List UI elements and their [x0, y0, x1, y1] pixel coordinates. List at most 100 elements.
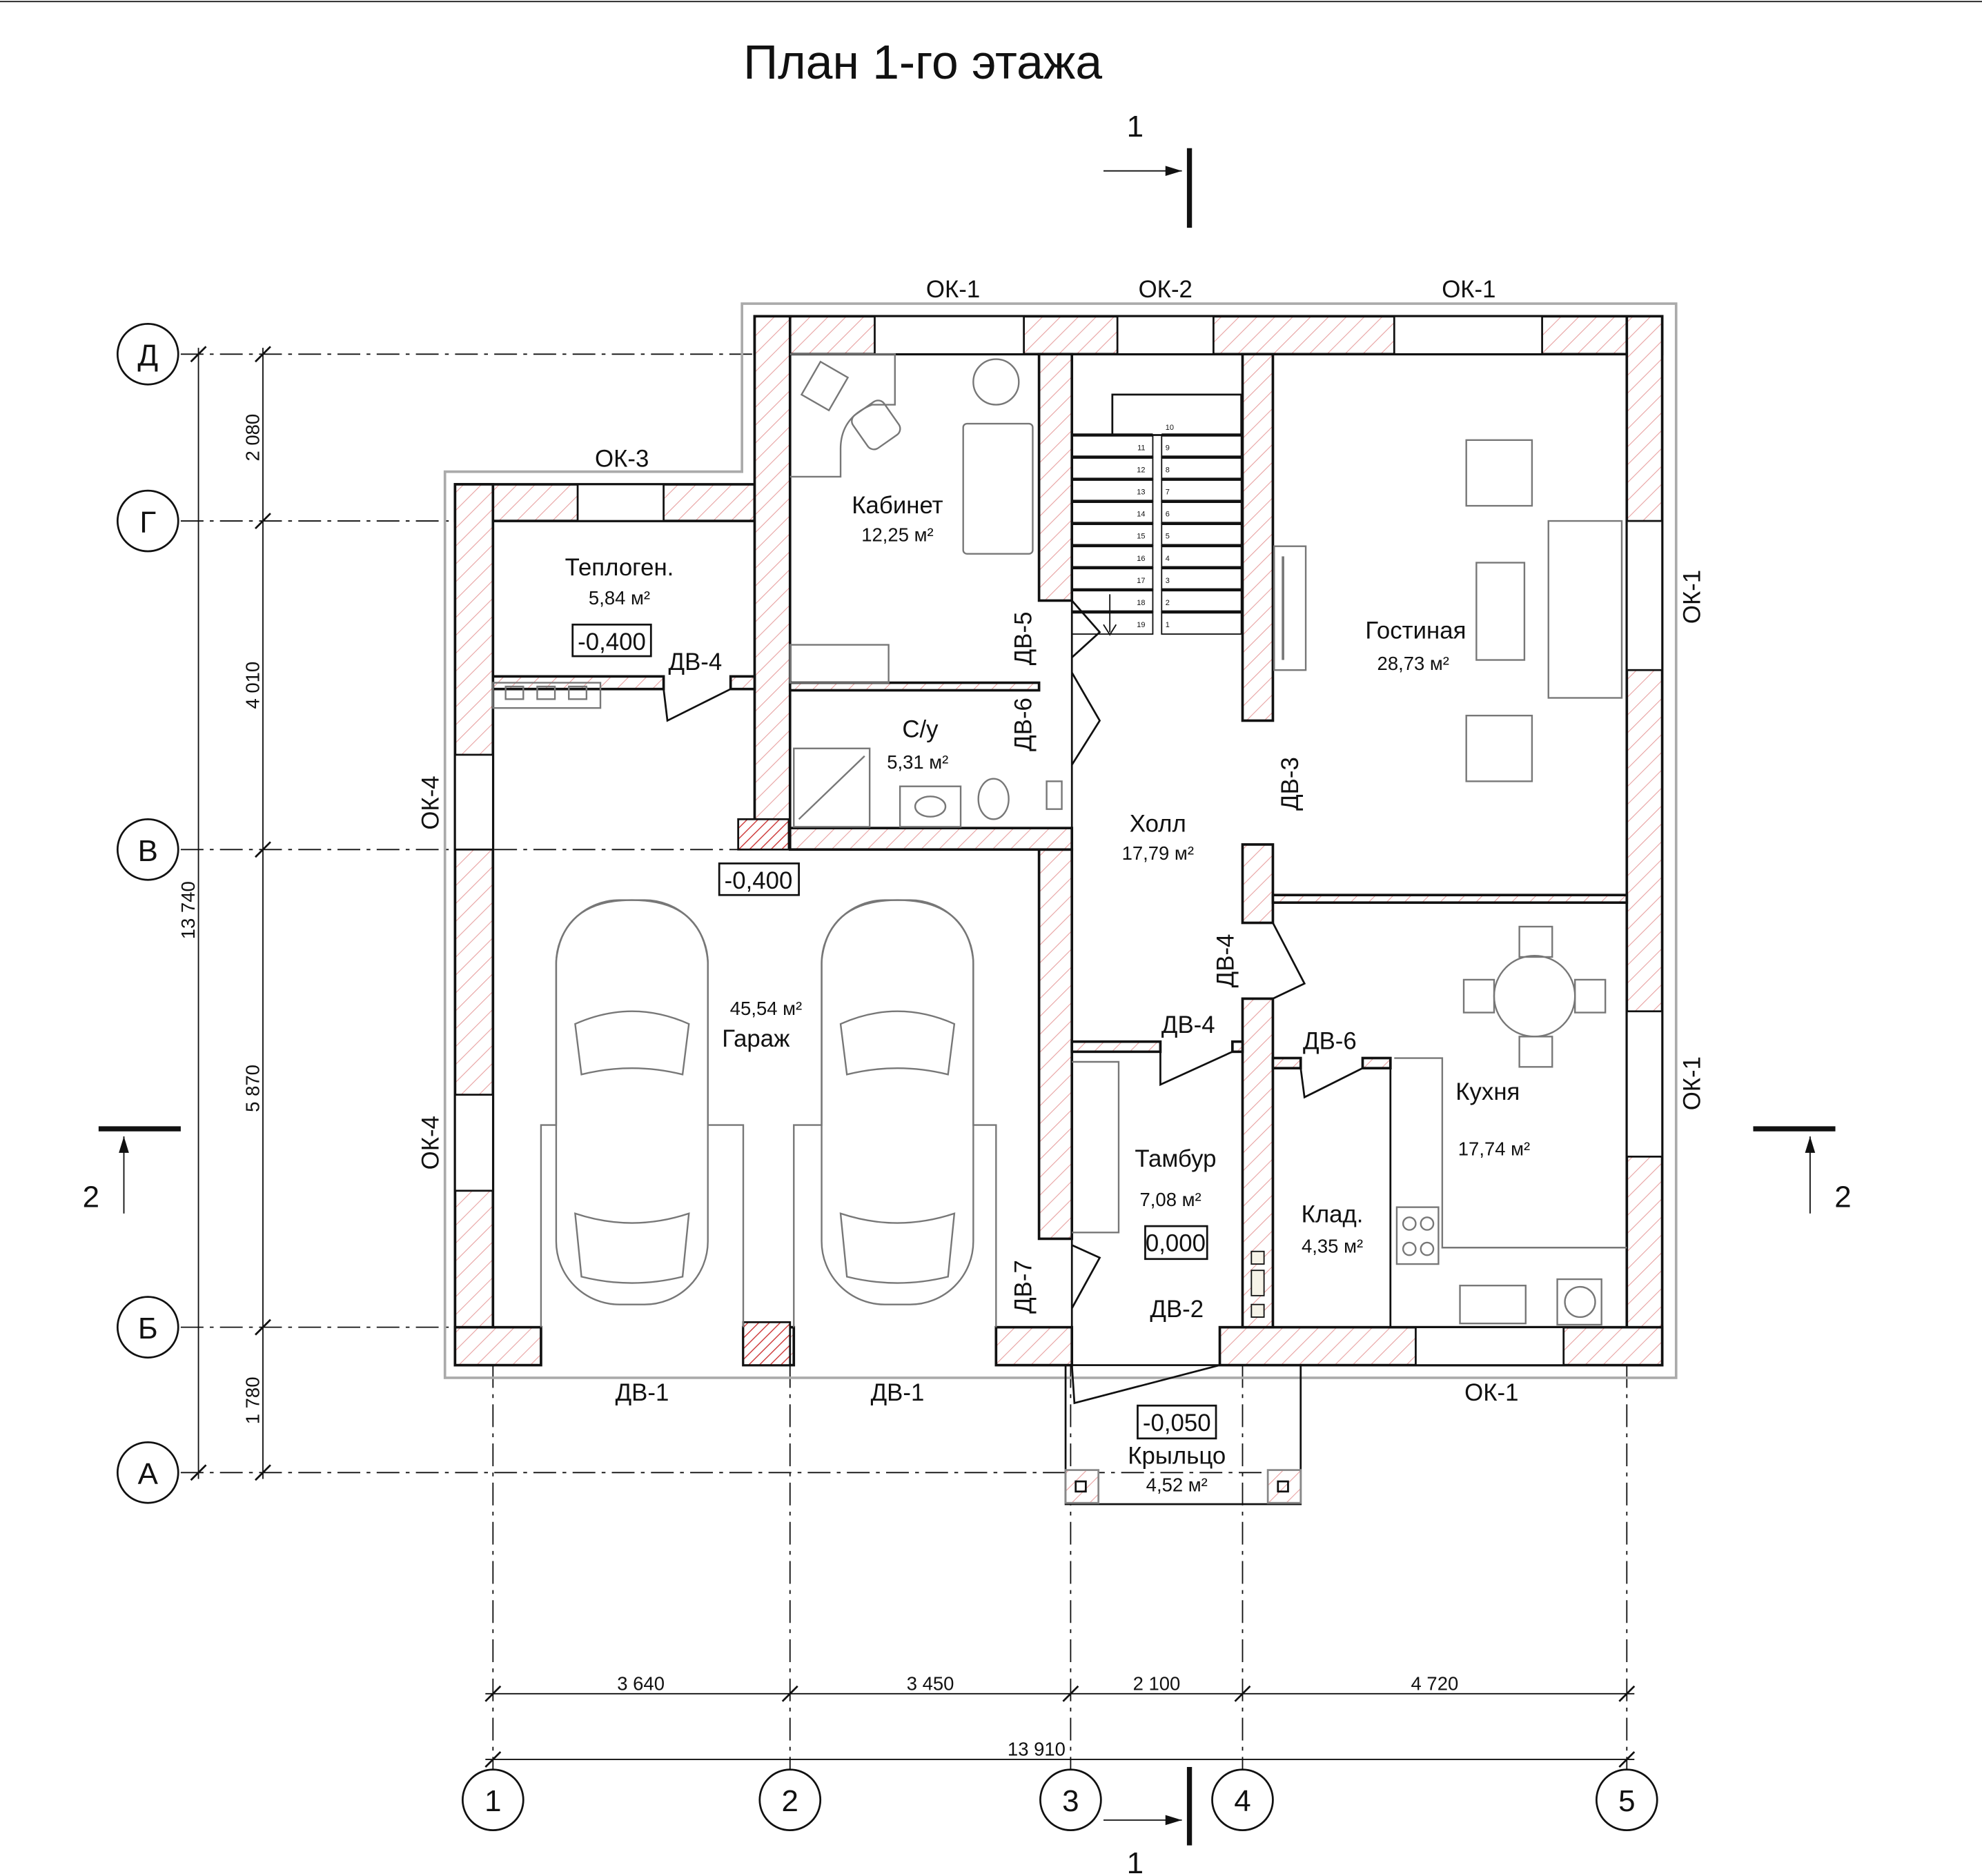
svg-text:1: 1: [484, 1784, 501, 1818]
svg-text:13 740: 13 740: [177, 881, 199, 939]
door-label: ДВ-7: [1010, 1260, 1037, 1314]
svg-text:Б: Б: [138, 1312, 158, 1345]
stair-tread: [1161, 544, 1242, 569]
svg-text:Кабинет: Кабинет: [852, 492, 943, 519]
svg-text:А: А: [138, 1457, 159, 1491]
svg-text:45,54 м²: 45,54 м²: [730, 998, 802, 1019]
dimension-bottom: 3 640 3 450 2 100 4 720 13 910: [484, 1672, 1636, 1768]
dimension-left: 2 080 4 010 5 870 1 780 13 740: [177, 346, 271, 1481]
room-garage: -0,400 45,54 м² Гараж: [718, 862, 802, 1052]
axis-row-v: В: [116, 818, 179, 881]
svg-text:5,84 м²: 5,84 м²: [589, 587, 650, 609]
stair-tread: [1161, 589, 1242, 613]
svg-text:Д: Д: [137, 339, 158, 373]
room-pantry: Клад. 4,35 м²: [1302, 1201, 1364, 1257]
level-mark: -0,400: [578, 629, 646, 655]
stair-number: 15: [1137, 533, 1145, 541]
svg-text:4,35 м²: 4,35 м²: [1302, 1236, 1363, 1257]
door-label: ДВ-6: [1303, 1028, 1357, 1055]
stair-arrow-icon: [1103, 624, 1117, 636]
level-mark: -0,050: [1143, 1410, 1211, 1436]
stair-number: 1: [1166, 621, 1170, 629]
svg-text:1 780: 1 780: [242, 1377, 263, 1425]
room-kitchen: Кухня 17,74 м²: [1455, 1078, 1530, 1160]
svg-text:Крыльцо: Крыльцо: [1128, 1442, 1226, 1469]
svg-text:4: 4: [1234, 1784, 1250, 1818]
svg-text:Клад.: Клад.: [1302, 1201, 1364, 1228]
window-label: ОК-1: [1679, 570, 1706, 624]
axis-row-d: Д: [116, 322, 179, 386]
furniture: [492, 353, 1627, 1326]
door-label: ДВ-1: [871, 1379, 925, 1406]
svg-text:12,25 м²: 12,25 м²: [861, 524, 933, 545]
svg-text:2: 2: [83, 1181, 99, 1214]
svg-text:17,79 м²: 17,79 м²: [1122, 842, 1194, 864]
stair-tread: [1161, 456, 1242, 480]
svg-text:13 910: 13 910: [1008, 1739, 1066, 1760]
door-label: ДВ-4: [669, 649, 723, 675]
level-mark: -0,400: [725, 867, 793, 894]
stair-number: 3: [1166, 577, 1170, 585]
svg-text:С/у: С/у: [902, 715, 939, 742]
stair-number: 2: [1166, 599, 1170, 607]
stair-tread: [1161, 566, 1242, 591]
windows: ОК-1 ОК-2 ОК-1 ОК-3 ОК-4 ОК-4 ОК-1 ОК-1 …: [418, 276, 1706, 1406]
door-label: ДВ-5: [1010, 612, 1037, 666]
window-label: ОК-1: [1679, 1056, 1706, 1110]
svg-text:Тамбур: Тамбур: [1135, 1145, 1216, 1172]
window-label: ОК-3: [595, 445, 649, 472]
axis-row-g: Г: [116, 489, 179, 553]
axis-bubbles: Д Г В Б А 1 2 3 4 5: [116, 322, 1658, 1832]
svg-text:3: 3: [1062, 1784, 1079, 1818]
room-porch: -0,050 Крыльцо 4,52 м²: [1128, 1404, 1226, 1496]
stair-number: 14: [1137, 511, 1145, 519]
svg-text:4 720: 4 720: [1411, 1672, 1459, 1694]
svg-text:2: 2: [782, 1784, 798, 1818]
svg-text:5,31 м²: 5,31 м²: [887, 751, 948, 773]
axis-col-4: 4: [1211, 1768, 1274, 1832]
svg-text:4 010: 4 010: [242, 662, 263, 709]
svg-text:2 080: 2 080: [242, 414, 263, 462]
svg-text:5 870: 5 870: [242, 1065, 263, 1112]
axis-col-5: 5: [1595, 1768, 1658, 1832]
plan-title: План 1-го этажа: [743, 35, 1102, 89]
room-wc: С/у 5,31 м²: [887, 715, 948, 773]
svg-text:4,52 м²: 4,52 м²: [1146, 1474, 1208, 1496]
stair-number: 18: [1137, 599, 1145, 607]
svg-text:1: 1: [1127, 1846, 1144, 1876]
svg-text:28,73 м²: 28,73 м²: [1377, 653, 1449, 674]
stair-tread: [1161, 434, 1242, 458]
stair-number: 4: [1166, 555, 1170, 563]
svg-text:Холл: Холл: [1130, 811, 1186, 838]
door-label: ДВ-3: [1277, 757, 1304, 811]
axis-row-b: Б: [116, 1296, 179, 1359]
section-mark-left: 2: [83, 1126, 181, 1214]
car-1: [540, 899, 745, 1327]
svg-text:Гараж: Гараж: [722, 1025, 790, 1052]
svg-text:3 640: 3 640: [617, 1672, 665, 1694]
axis-col-3: 3: [1039, 1768, 1102, 1832]
svg-text:Теплоген.: Теплоген.: [565, 554, 674, 581]
stair-number: 11: [1137, 444, 1145, 452]
window-label: ОК-1: [926, 276, 980, 303]
door-label: ДВ-4: [1213, 934, 1239, 988]
window-label: ОК-1: [1442, 276, 1495, 303]
stair-number: 17: [1137, 577, 1145, 585]
svg-text:17,74 м²: 17,74 м²: [1458, 1138, 1530, 1160]
svg-text:Кухня: Кухня: [1455, 1078, 1520, 1105]
axis-row-a: А: [116, 1441, 179, 1504]
stair-number: 13: [1137, 488, 1145, 497]
walls: [453, 315, 1664, 1367]
grid-axes: [180, 353, 1628, 1770]
stair-number: 19: [1137, 621, 1145, 629]
stair-number: 9: [1166, 444, 1170, 452]
window-label: ОК-4: [418, 1116, 444, 1169]
stair-number: 6: [1166, 511, 1170, 519]
svg-text:Гостиная: Гостиная: [1365, 617, 1466, 644]
door-label: ДВ-4: [1161, 1011, 1215, 1038]
svg-text:5: 5: [1618, 1784, 1635, 1818]
svg-text:В: В: [138, 834, 158, 868]
stair-number: 8: [1166, 466, 1170, 475]
